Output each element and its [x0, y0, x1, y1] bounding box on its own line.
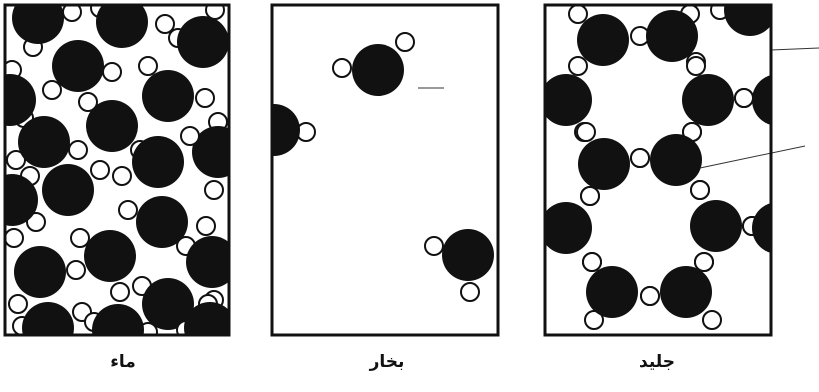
water-molecule: [641, 253, 721, 329]
oxygen-atom: [84, 230, 136, 282]
water-molecule: [27, 161, 109, 231]
water-molecule: [91, 0, 174, 48]
oxygen-atom: [578, 138, 630, 190]
hydrogen-atom: [71, 229, 89, 247]
hydrogen-atom: [197, 217, 215, 235]
hydrogen-atom: [5, 229, 23, 247]
hydrogen-atom: [461, 283, 479, 301]
label-water: ماء: [63, 352, 183, 372]
hydrogen-atom: [687, 57, 705, 75]
hydrogen-atom: [569, 57, 587, 75]
hydrogen-atom: [581, 187, 599, 205]
oxygen-atom: [690, 200, 742, 252]
water-molecule: [743, 202, 804, 254]
hydrogen-atom: [69, 141, 87, 159]
oxygen-atom: [132, 136, 184, 188]
hydrogen-atom: [67, 261, 85, 279]
oxygen-atom: [752, 74, 804, 126]
oxygen-atom: [540, 202, 592, 254]
ice-panel: [540, 0, 819, 335]
hydrogen-atom: [735, 89, 753, 107]
oxygen-atom: [22, 302, 74, 354]
oxygen-atom: [540, 74, 592, 126]
hydrogen-atom: [583, 253, 601, 271]
oxygen-atom: [577, 14, 629, 66]
oxygen-atom: [136, 196, 188, 248]
oxygen-atom: [248, 104, 300, 156]
oxygen-atom: [586, 266, 638, 318]
hydrogen-atom: [196, 89, 214, 107]
label-ice: جليد: [597, 352, 717, 372]
water-panel: [0, 0, 244, 356]
water-molecule: [425, 229, 494, 301]
water-molecule: [169, 1, 229, 68]
oxygen-atom: [442, 229, 494, 281]
oxygen-atom: [352, 44, 404, 96]
water-molecule: [248, 104, 315, 156]
hydrogen-atom: [113, 167, 131, 185]
hydrogen-atom: [181, 127, 199, 145]
hydrogen-atom: [205, 181, 223, 199]
oxygen-atom: [96, 0, 148, 48]
hydrogen-atom: [703, 311, 721, 329]
hydrogen-atom: [43, 81, 61, 99]
oxygen-atom: [650, 134, 702, 186]
water-molecule: [43, 40, 121, 99]
hydrogen-atom: [631, 149, 649, 167]
oxygen-atom: [660, 266, 712, 318]
water-molecule: [333, 33, 414, 96]
water-molecule: [192, 113, 244, 199]
hydrogen-atom: [103, 63, 121, 81]
oxygen-atom: [14, 246, 66, 298]
oxygen-atom: [86, 100, 138, 152]
hydrogen-atom: [91, 161, 109, 179]
hydrogen-atom: [425, 237, 443, 255]
oxygen-atom: [12, 0, 64, 44]
hydrogen-atom: [396, 33, 414, 51]
hydrogen-atom: [691, 181, 709, 199]
pointer-line: [771, 48, 819, 50]
oxygen-atom: [177, 16, 229, 68]
label-vapor: بخار: [327, 352, 447, 372]
oxygen-atom: [92, 304, 144, 356]
hydrogen-atom: [156, 15, 174, 33]
oxygen-atom: [646, 10, 698, 62]
pointer-line: [700, 146, 805, 168]
hydrogen-atom: [119, 201, 137, 219]
oxygen-atom: [142, 70, 194, 122]
vapor-panel: [248, 5, 498, 335]
oxygen-atom: [42, 164, 94, 216]
oxygen-atom: [192, 126, 244, 178]
hydrogen-atom: [9, 295, 27, 313]
oxygen-atom: [682, 74, 734, 126]
hydrogen-atom: [139, 57, 157, 75]
oxygen-atom: [752, 202, 804, 254]
hydrogen-atom: [695, 253, 713, 271]
oxygen-atom: [52, 40, 104, 92]
hydrogen-atom: [577, 123, 595, 141]
hydrogen-atom: [111, 283, 129, 301]
oxygen-atom: [18, 116, 70, 168]
hydrogen-atom: [333, 59, 351, 77]
hydrogen-atom: [569, 5, 587, 23]
hydrogen-atom: [641, 287, 659, 305]
